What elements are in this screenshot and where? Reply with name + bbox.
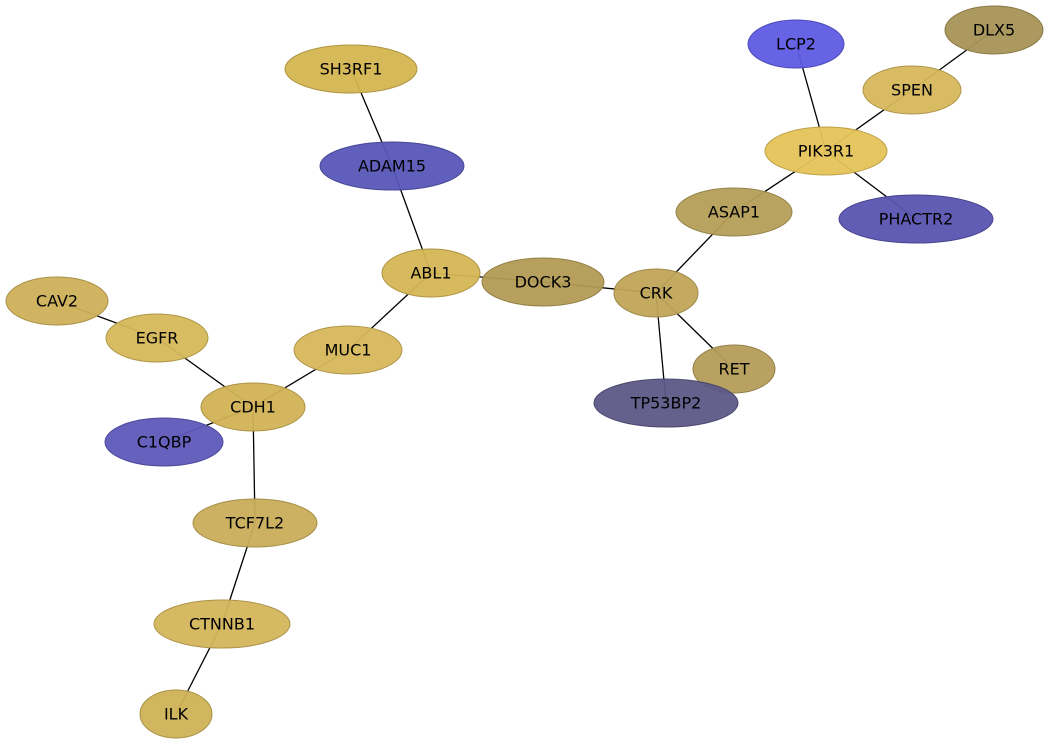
- node-label: PHACTR2: [879, 210, 954, 229]
- node-label: C1QBP: [137, 433, 192, 452]
- node-shape: [192, 498, 318, 548]
- node-shape: [319, 141, 465, 191]
- node-abl1[interactable]: ABL1: [381, 248, 481, 298]
- node-shape: [284, 44, 418, 94]
- node-shape: [200, 382, 306, 432]
- node-label: CAV2: [36, 292, 78, 311]
- node-pik3r1[interactable]: PIK3R1: [764, 126, 888, 176]
- node-egfr[interactable]: EGFR: [105, 313, 209, 363]
- node-shape: [293, 325, 403, 375]
- node-label: MUC1: [325, 341, 372, 360]
- node-spen[interactable]: SPEN: [862, 65, 962, 115]
- node-ctnnb1[interactable]: CTNNB1: [153, 599, 291, 649]
- node-cav2[interactable]: CAV2: [5, 276, 109, 326]
- node-label: TP53BP2: [630, 394, 702, 413]
- node-label: EGFR: [136, 329, 179, 348]
- node-label: CDH1: [230, 398, 276, 417]
- node-label: CRK: [640, 284, 673, 303]
- node-dock3[interactable]: DOCK3: [481, 257, 605, 307]
- node-tcf7l2[interactable]: TCF7L2: [192, 498, 318, 548]
- node-dlx5[interactable]: DLX5: [944, 5, 1044, 55]
- node-lcp2[interactable]: LCP2: [747, 19, 845, 69]
- node-label: DOCK3: [515, 273, 572, 292]
- node-sh3rf1[interactable]: SH3RF1: [284, 44, 418, 94]
- node-ilk[interactable]: ILK: [139, 689, 213, 739]
- node-ret[interactable]: RET: [692, 344, 776, 394]
- node-shape: [862, 65, 962, 115]
- node-phactr2[interactable]: PHACTR2: [838, 194, 994, 244]
- node-label: ILK: [164, 705, 189, 724]
- node-label: CTNNB1: [189, 615, 255, 634]
- node-shape: [153, 599, 291, 649]
- node-shape: [593, 378, 739, 428]
- node-shape: [747, 19, 845, 69]
- node-tp53bp2[interactable]: TP53BP2: [593, 378, 739, 428]
- node-adam15[interactable]: ADAM15: [319, 141, 465, 191]
- node-shape: [764, 126, 888, 176]
- node-shape: [104, 417, 224, 467]
- node-label: SPEN: [891, 81, 933, 100]
- node-shape: [105, 313, 209, 363]
- node-label: ADAM15: [358, 157, 426, 176]
- node-shape: [139, 689, 213, 739]
- node-label: DLX5: [973, 21, 1015, 40]
- node-label: TCF7L2: [225, 514, 284, 533]
- node-label: PIK3R1: [798, 142, 854, 161]
- node-shape: [944, 5, 1044, 55]
- node-muc1[interactable]: MUC1: [293, 325, 403, 375]
- node-c1qbp[interactable]: C1QBP: [104, 417, 224, 467]
- node-label: SH3RF1: [320, 60, 383, 79]
- node-label: ABL1: [410, 264, 451, 283]
- node-shape: [675, 187, 793, 237]
- node-shape: [381, 248, 481, 298]
- node-cdh1[interactable]: CDH1: [200, 382, 306, 432]
- node-shape: [481, 257, 605, 307]
- node-asap1[interactable]: ASAP1: [675, 187, 793, 237]
- node-crk[interactable]: CRK: [613, 268, 699, 318]
- node-label: ASAP1: [708, 203, 760, 222]
- node-shape: [613, 268, 699, 318]
- node-shape: [5, 276, 109, 326]
- node-label: RET: [719, 360, 750, 379]
- node-shape: [838, 194, 994, 244]
- node-shape: [692, 344, 776, 394]
- node-label: LCP2: [776, 35, 816, 54]
